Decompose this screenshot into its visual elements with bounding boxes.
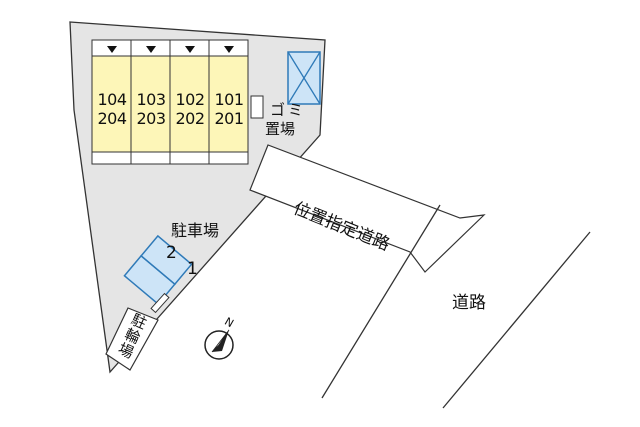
garbage-label-line2: 置場 (265, 120, 296, 138)
garbage-area (287, 51, 321, 105)
parking-slot-1: 1 (187, 259, 198, 279)
garbage-box (250, 95, 264, 119)
parking-spaces (123, 234, 193, 306)
entrance-marker-icon (146, 46, 156, 53)
parking-strip (150, 292, 170, 314)
parking-slot-2: 2 (166, 243, 177, 263)
entrance-marker-icon (185, 46, 195, 53)
designated-road (249, 144, 486, 273)
road-edge (321, 204, 441, 399)
entrance-marker-icon (107, 46, 117, 53)
garbage-label-line1: ゴミ (270, 101, 307, 119)
bicycle-parking (105, 307, 159, 371)
building (91, 39, 249, 165)
road-label: 道路 (452, 293, 486, 313)
road-edge (442, 231, 591, 409)
parking-label: 駐車場 (171, 221, 220, 240)
north-arrow-icon (204, 329, 234, 360)
entrance-marker-icon (224, 46, 234, 53)
